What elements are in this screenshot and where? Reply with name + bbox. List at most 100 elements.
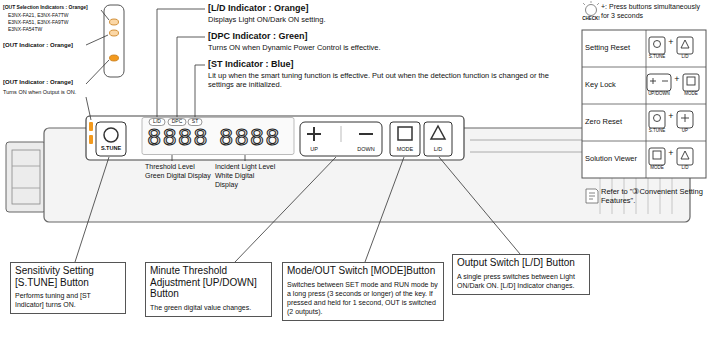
- check-icon: [586, 5, 597, 16]
- callout-box: Output Switch [L/D] Button A single press…: [452, 254, 590, 295]
- plus-sign: +: [673, 75, 681, 85]
- dpc-indicator: [168, 119, 186, 126]
- updown-icon: [650, 78, 668, 84]
- box-body: The green digital value changes.: [150, 303, 267, 312]
- shortcut-table: [582, 30, 706, 178]
- up-icon: [677, 111, 693, 128]
- ld-button: [424, 122, 452, 156]
- button-name: UP/DOWN: [647, 92, 671, 97]
- indicator-heading: [OUT Selection Indicators : Orange]: [3, 4, 88, 10]
- table-cell: Setting Reset: [585, 43, 630, 52]
- stune-icon: [654, 115, 661, 122]
- ld-icon: [681, 40, 689, 48]
- stune-icon: [654, 41, 661, 48]
- indicator-name: DPC: [168, 119, 186, 125]
- clip-detail: [12, 166, 40, 188]
- mode-icon: [649, 148, 665, 165]
- ld-icon: [677, 148, 693, 165]
- leader-line: [75, 157, 109, 262]
- st-indicator: [188, 119, 202, 126]
- indicator-inset: [104, 5, 124, 77]
- ld-icon: [677, 37, 693, 54]
- button-name: S.TUNE: [97, 145, 125, 151]
- button-name: MODE: [645, 166, 669, 171]
- operation-panel: [86, 116, 464, 160]
- leader-line: [101, 10, 109, 20]
- plus-minus-symbol: [307, 127, 373, 141]
- leader-line: [86, 97, 91, 120]
- mode-icon: [687, 77, 695, 85]
- plus-sign: +: [667, 112, 675, 122]
- button-divider: [341, 126, 342, 142]
- button-name: DOWN: [352, 146, 380, 152]
- callout-box: Minute Threshold Adjustment [UP/DOWN] Bu…: [145, 262, 272, 317]
- indicator-heading: [ST Indicator : Blue]: [208, 59, 294, 70]
- leader-line: [439, 157, 520, 254]
- indicator-heading: [L/D Indicator : Orange]: [208, 3, 309, 14]
- model-number: E3NX-FA21, E3NX-FA7TW: [8, 12, 69, 18]
- out-selection-indicator: [110, 19, 119, 25]
- stune-icon: [649, 111, 665, 128]
- display-caption: Incident Light Level White Digital Displ…: [215, 163, 279, 189]
- up-icon: [681, 114, 689, 122]
- box-heading: Sensitivity Setting [S.TUNE] Button: [15, 265, 121, 288]
- indicator-heading: [OUT Indicator : Orange]: [3, 79, 73, 86]
- out-selection-indicator: [110, 30, 119, 36]
- table-cell: Solution Viewer: [585, 154, 637, 163]
- out-indicator: [89, 122, 93, 131]
- box-body: Switches between SET mode and RUN mode b…: [287, 280, 439, 316]
- display-caption: Threshold Level Green Digital Display: [145, 163, 211, 181]
- indicator-note: Lit up when the smart tuning function is…: [208, 71, 553, 90]
- updown-button: [300, 122, 382, 156]
- indicator-heading: [DPC Indicator : Green]: [208, 31, 308, 42]
- button-name: MODE: [679, 92, 703, 97]
- ld-button: [431, 126, 445, 139]
- model-number: E3NX-FA54TW: [8, 26, 42, 32]
- box-heading: Output Switch [L/D] Button: [457, 257, 585, 269]
- table-cell: Key Lock: [585, 80, 616, 89]
- button-name: L/D: [426, 146, 450, 152]
- button-name: L/D: [673, 166, 697, 171]
- plus-sign: +: [667, 38, 675, 48]
- callout-box: Sensitivity Setting [S.TUNE] ButtonPerfo…: [10, 262, 126, 314]
- indicator-name: L/D: [149, 119, 165, 125]
- leader-line: [172, 155, 173, 161]
- indicator-heading: [OUT Indicator : Orange]: [3, 42, 73, 49]
- updown-icon: [647, 74, 671, 91]
- box-body: A single press switches between Light ON…: [457, 272, 585, 290]
- button-name: S.TUNE: [645, 129, 669, 134]
- mode-button: [398, 127, 412, 140]
- mode-button: [390, 122, 420, 156]
- check-icon: [583, 1, 599, 5]
- reference-icon: [586, 189, 598, 203]
- out-indicator: [110, 55, 119, 61]
- stune-button: [104, 128, 118, 142]
- indicator-note: Turns ON when Dynamic Power Control is e…: [208, 43, 381, 52]
- reference-note: Refer to "③Convenient Setting Features".: [601, 187, 707, 206]
- box-heading: Minute Threshold Adjustment [UP/DOWN] Bu…: [150, 265, 267, 300]
- button-name: L/D: [673, 55, 697, 60]
- ld-icon: [681, 151, 689, 159]
- digital-display: 8888: [147, 127, 209, 151]
- leader-line: [195, 65, 205, 117]
- table-note: +: Press buttons simultaneously for 3 se…: [601, 3, 707, 21]
- plus-sign: +: [667, 149, 675, 159]
- stune-button: [96, 122, 126, 156]
- cable-clip: [6, 142, 46, 212]
- out-indicator: [89, 135, 93, 144]
- leader-line: [157, 9, 205, 117]
- leader-line: [177, 37, 205, 117]
- button-name: MODE: [391, 146, 419, 152]
- leader-line: [365, 157, 404, 262]
- clip-detail: [12, 150, 40, 204]
- ld-indicator: [149, 119, 165, 126]
- stune-icon: [649, 37, 665, 54]
- leader-line: [86, 60, 109, 84]
- indicator-note: Turns ON when Output is ON.: [3, 89, 76, 96]
- display-window: [142, 118, 294, 155]
- box-heading: Mode/OUT Switch [MODE]Button: [287, 265, 439, 277]
- button-name: S.TUNE: [645, 55, 669, 60]
- table-grid: [582, 30, 706, 178]
- mode-icon: [653, 151, 661, 159]
- leader-line: [245, 155, 246, 161]
